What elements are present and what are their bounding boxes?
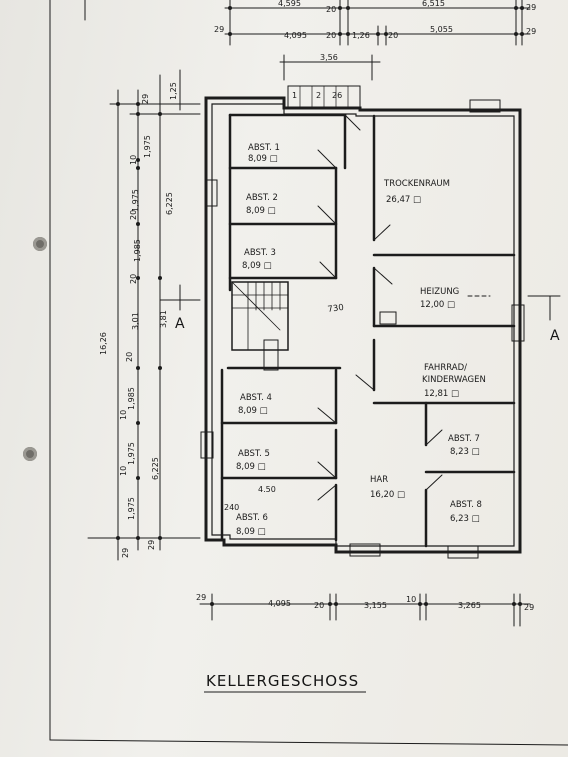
room-name-abst-6: ABST. 6 (236, 513, 268, 523)
dim-top-9: 20 (388, 31, 398, 40)
room-area-abst-2: 8,09 □ (246, 206, 276, 216)
room-area-abst-6: 8,09 □ (236, 527, 266, 537)
dim-left-inner-10: 1,985 (127, 387, 136, 410)
stair-flight-label: 730 (327, 303, 344, 315)
dim-left-inner-13: 10 (119, 466, 128, 476)
room-area-abst-8: 6,23 □ (450, 514, 480, 524)
room-name-abst-5: ABST. 5 (238, 449, 270, 459)
dim-bottom-7: 29 (524, 603, 534, 612)
dim-bottom-2: 4,095 (268, 599, 291, 608)
room-name-trockenraum: TROCKENRAUM (383, 179, 450, 189)
room-name-har: HAR (370, 475, 388, 485)
room-area-abst-3: 8,09 □ (242, 261, 272, 271)
dim-left-inner-6: 1,985 (133, 239, 142, 262)
room-area-fahrrad: 12,81 □ (424, 389, 459, 399)
dim-bottom-3: 20 (314, 601, 324, 610)
room-area-abst-4: 8,09 □ (238, 406, 268, 416)
dim-left-inner-4: 1,975 (131, 189, 140, 212)
room-area-heizung: 12,00 □ (420, 300, 455, 310)
dim-top-11: 29 (526, 27, 536, 36)
wall-label: 240 (224, 503, 239, 512)
dim-top-6: 4,095 (284, 31, 307, 40)
dim-left-mid-3: 3,81 (159, 310, 168, 328)
room-name-abst-3: ABST. 3 (244, 248, 276, 258)
room-area-abst-5: 8,09 □ (236, 462, 266, 472)
section-marker-right: A (550, 328, 560, 344)
dim-left-inner-7: 20 (129, 274, 138, 284)
section-marker-left: A (175, 316, 185, 332)
room-name-heizung: HEIZUNG (420, 287, 459, 297)
dim-left-inner-8: 3,01 (131, 312, 140, 330)
dim-left-inner-1: 29 (141, 94, 150, 104)
room-area-trockenraum: 26,47 □ (386, 195, 421, 205)
punch-hole-icon (23, 447, 37, 461)
dim-top-1: 4,595 (278, 0, 301, 8)
dim-left-inner-9: 20 (125, 352, 134, 362)
dim-left-inner-11: 10 (119, 410, 128, 420)
room-name-kinderwagen: KINDERWAGEN (422, 375, 486, 385)
dim-stair-2: 2 (316, 91, 321, 100)
dim-bottom-1: 29 (196, 593, 206, 602)
dim-top-2: 20 (326, 5, 336, 14)
punch-hole-icon (33, 237, 47, 251)
dim-bottom-5: 10 (406, 595, 416, 604)
dim-left-inner-5: 20 (129, 210, 138, 220)
dim-top-7: 20 (326, 31, 336, 40)
dim-left-mid-1: 1,25 (169, 82, 178, 100)
room-area-abst-1: 8,09 □ (248, 154, 278, 164)
room-area-har: 16,20 □ (370, 490, 405, 500)
dim-left-mid-5: 29 (121, 548, 130, 558)
dim-top-8: 1,26 (352, 31, 370, 40)
dim-bottom-4: 3,155 (364, 601, 387, 610)
dim-left-inner-2: 1,975 (143, 135, 152, 158)
dim-left-inner-15: 29 (147, 540, 156, 550)
dim-left-mid-4: 6,225 (151, 457, 160, 480)
dim-stair-3: 26 (332, 91, 342, 100)
room-area-abst-7: 8,23 □ (450, 447, 480, 457)
room-name-abst-7: ABST. 7 (448, 434, 480, 444)
dim-left-inner-3: 10 (129, 155, 138, 165)
landing-label: 4.50 (258, 485, 276, 494)
page-title: KELLERGESCHOSS (206, 672, 359, 690)
dim-stair-1: 1 (292, 91, 297, 100)
room-name-fahrrad: FAHRRAD/ (424, 363, 467, 373)
room-name-abst-1: ABST. 1 (248, 143, 280, 153)
dim-top-3: 6,515 (422, 0, 445, 8)
dim-top-5: 29 (214, 25, 224, 34)
dim-left-inner-12: 1,975 (127, 442, 136, 465)
dim-top-4: 29 (526, 3, 536, 12)
dim-top-12: 3,56 (320, 53, 338, 62)
dim-bottom-6: 3,265 (458, 601, 481, 610)
room-name-abst-8: ABST. 8 (450, 500, 482, 510)
dim-left-outer: 16,26 (99, 332, 108, 355)
dim-top-10: 5,055 (430, 25, 453, 34)
room-name-abst-4: ABST. 4 (240, 393, 272, 403)
dim-left-mid-2: 6,225 (165, 192, 174, 215)
room-name-abst-2: ABST. 2 (246, 193, 278, 203)
dim-left-inner-14: 1,975 (127, 497, 136, 520)
